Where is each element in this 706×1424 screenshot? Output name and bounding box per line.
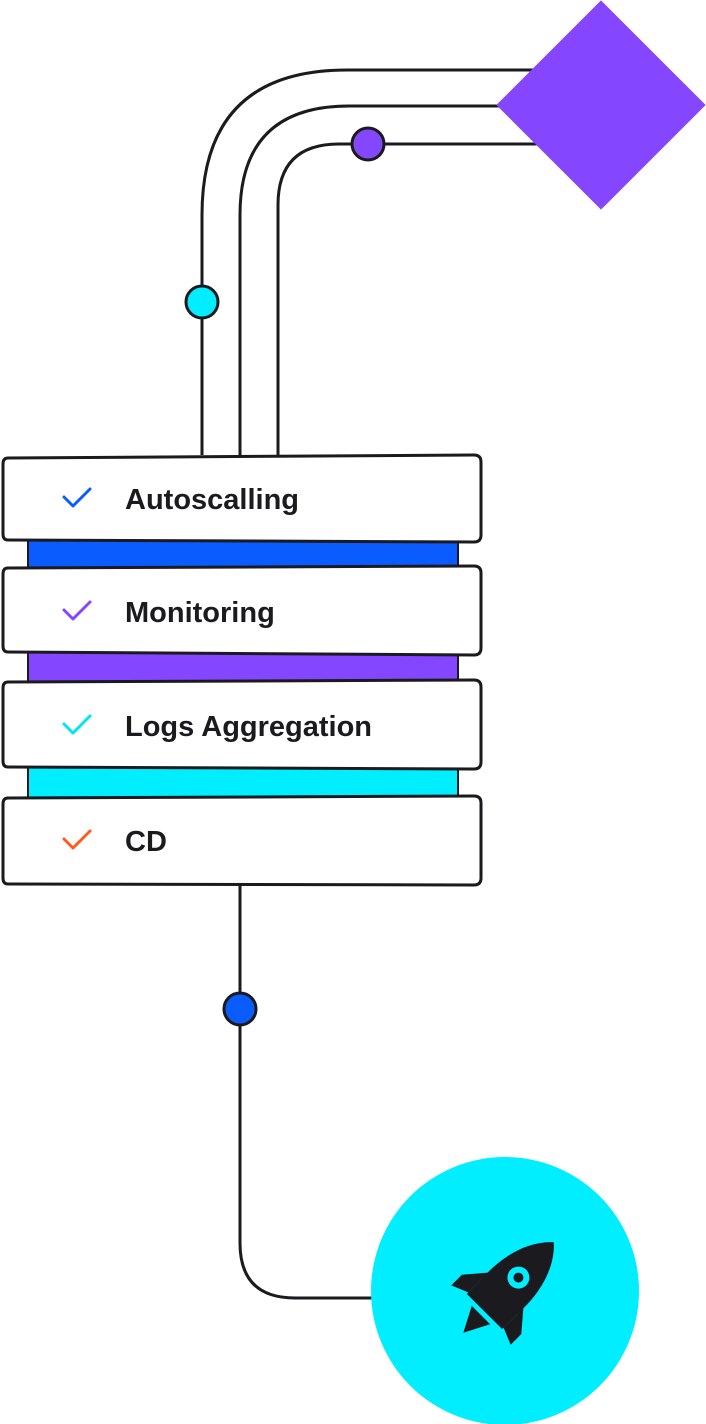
source-connectors [200,68,540,455]
source-diamond [496,0,706,210]
node-purple [350,126,386,162]
stack-label-autoscalling: Autoscalling [125,484,299,516]
checkmark-icon [62,829,92,850]
checkmark-icon [62,600,92,621]
stack-layer-logs-aggregation: Logs Aggregation [1,678,483,771]
output-connector [238,885,380,1300]
stack-label-logs-aggregation: Logs Aggregation [125,711,372,743]
stack-layer-cd: CD [1,794,483,887]
rocket-icon [451,1242,554,1345]
stack-label-cd: CD [125,826,167,858]
connector-outer [200,68,540,455]
connector-inner [276,142,540,455]
node-blue [222,991,258,1027]
connector-middle [238,104,540,455]
stack-label-monitoring: Monitoring [125,597,275,629]
band-logs [27,764,459,800]
stack-layer-monitoring: Monitoring [1,564,483,657]
checkmark-icon [62,487,92,508]
checkmark-icon [62,714,92,735]
node-cyan [184,284,220,320]
stack-layer-autoscalling: Autoscalling [1,453,483,544]
